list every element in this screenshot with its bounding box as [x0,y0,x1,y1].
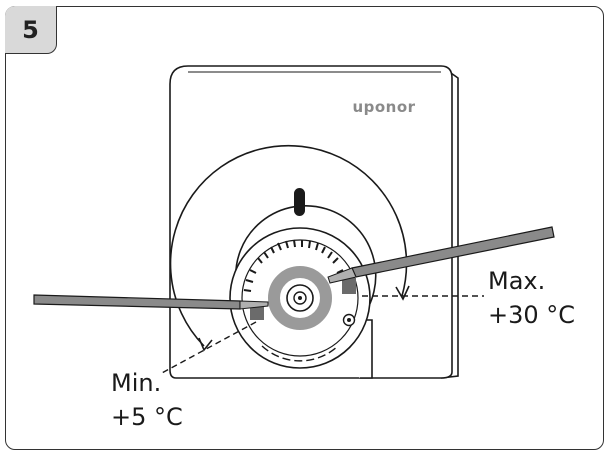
adjustment-hub-center [293,291,307,305]
max-label-title: Max. [488,267,546,295]
rotation-arc [169,144,408,347]
min-leader-line [159,321,257,375]
adjustment-ring [268,266,332,330]
step-number-badge: 5 [5,6,57,54]
indicator-slot [294,188,305,216]
brand-logo-text: uponor [352,98,415,116]
rotation-arrow-right [395,285,410,301]
min-temperature-label: Min. +5 °C [111,366,183,434]
min-adjust-tool [33,294,269,310]
dial-bottom-arc [261,345,339,362]
max-temperature-label: Max. +30 °C [488,264,575,332]
figure-frame [5,6,604,450]
rotation-arrow-left [198,337,213,352]
max-stop-marker [342,278,356,294]
dial-tick-scale [243,239,344,292]
min-label-title: Min. [111,369,162,397]
max-label-value: +30 °C [488,301,576,329]
max-adjust-tool [327,226,555,284]
step-number: 5 [22,15,39,44]
min-label-value: +5 °C [111,403,183,431]
